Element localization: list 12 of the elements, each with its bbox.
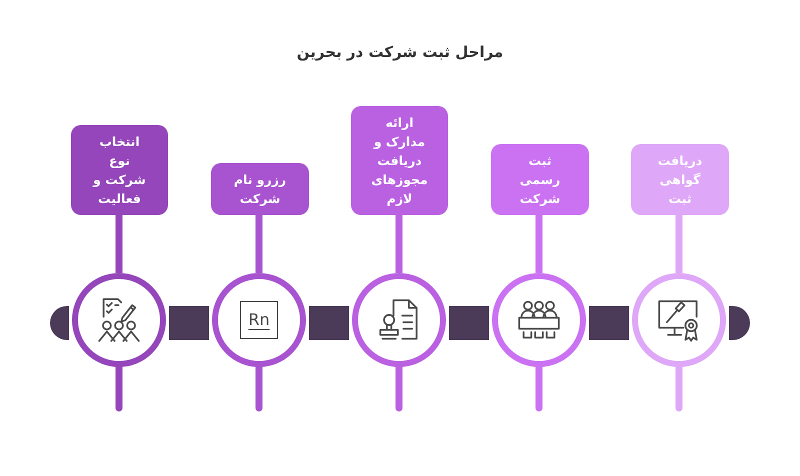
step-box: رزرو نام شرکت — [211, 163, 309, 215]
connector-line — [396, 215, 402, 273]
step-box: انتخاب نوع شرکت و فعالیت — [71, 125, 168, 215]
step-box: ارائه مدارک و دریافت مجوزهای لازم — [351, 106, 448, 215]
step-box: ثبت رسمی شرکت — [491, 144, 589, 215]
connector-line — [676, 215, 682, 273]
title: مراحل ثبت شرکت در بحرین — [296, 42, 504, 62]
framed-letters: Rn — [240, 301, 278, 339]
step-box: دریافت گواهی ثبت — [631, 144, 729, 215]
connector-line — [536, 215, 542, 273]
connector-line — [116, 215, 122, 273]
connector-line — [256, 215, 262, 273]
